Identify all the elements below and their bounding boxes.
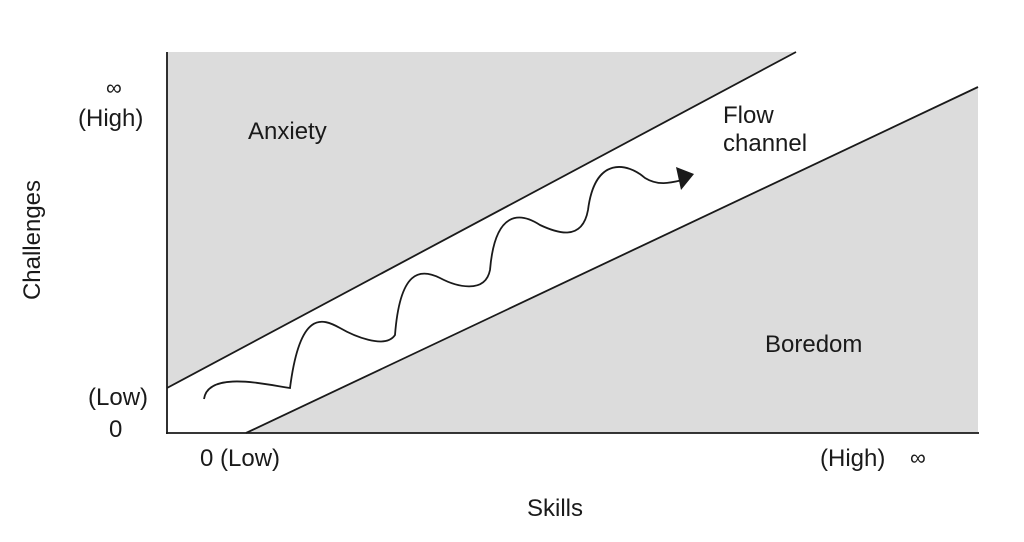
flow-arrow-head	[676, 167, 694, 190]
x-axis-title: Skills	[527, 495, 584, 522]
y-axis-infinity-symbol: ∞	[106, 75, 122, 100]
flow-path-wave	[203, 166, 684, 400]
channel-upper-boundary	[166, 51, 797, 389]
y-axis-high-label: (High)	[78, 105, 144, 132]
boredom-label: Boredom	[765, 331, 863, 358]
x-axis-high-label: (High)	[820, 445, 886, 472]
y-axis-title: Challenges	[19, 179, 46, 301]
x-axis-infinity-symbol: ∞	[910, 445, 926, 470]
y-axis-low-label: (Low)	[88, 384, 149, 411]
flow-channel-label-line2: channel	[723, 130, 808, 157]
flow-channel-label-line1: Flow	[723, 102, 774, 129]
channel-lower-boundary	[245, 86, 979, 434]
x-axis-low-label: 0 (Low)	[200, 445, 281, 472]
flow-channel-label: Flow channel	[723, 102, 807, 158]
y-axis-zero-label: 0	[109, 416, 123, 443]
anxiety-label: Anxiety	[248, 118, 327, 145]
